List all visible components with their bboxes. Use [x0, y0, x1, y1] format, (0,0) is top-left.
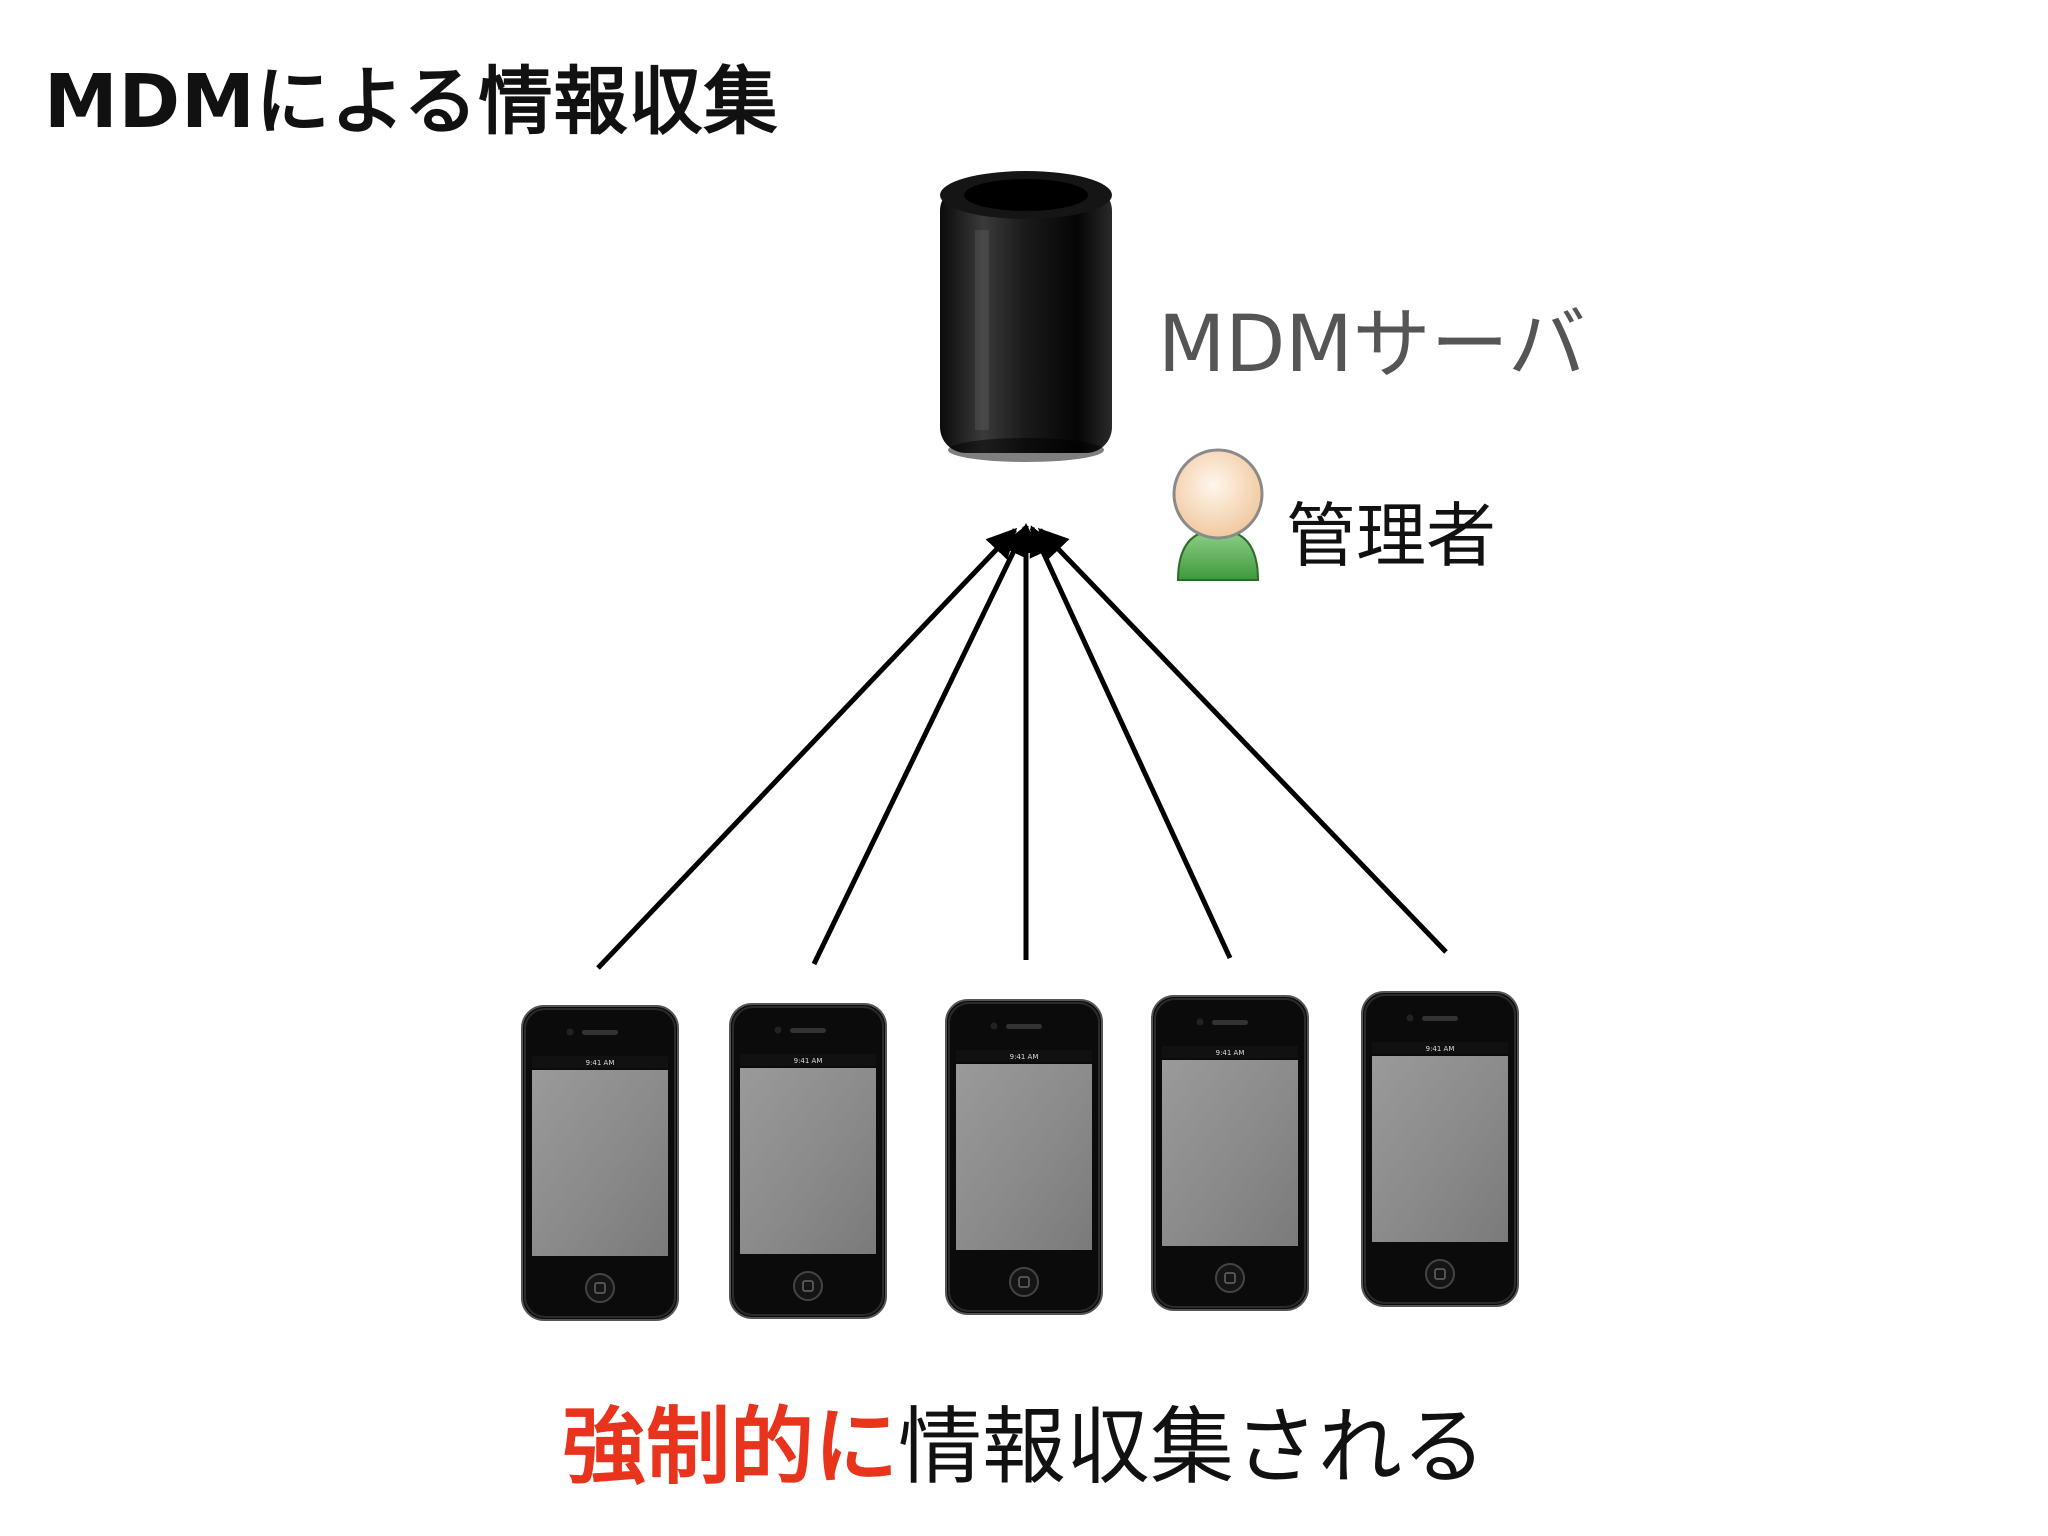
home-button — [1215, 1263, 1245, 1293]
smartphone-icon: 9:41 AM — [1151, 995, 1309, 1311]
status-time: 9:41 AM — [794, 1057, 823, 1065]
caption-emphasis: 強制的に — [562, 1398, 899, 1496]
phone-screen — [956, 1064, 1092, 1250]
arrow-device-1 — [596, 527, 1018, 970]
home-button — [793, 1271, 823, 1301]
arrow-device-2 — [811, 525, 1028, 966]
home-button — [585, 1273, 615, 1303]
mac-pro-server-icon — [940, 171, 1112, 462]
smartphone-icon: 9:41 AM — [945, 999, 1103, 1315]
arrows — [596, 523, 1448, 970]
arrow-device-4 — [1029, 525, 1233, 960]
home-button — [1425, 1259, 1455, 1289]
status-time: 9:41 AM — [1216, 1049, 1245, 1057]
smartphone-icon: 9:41 AM — [1361, 991, 1519, 1307]
phone-screen — [1162, 1060, 1298, 1246]
slide-title: MDMによる情報収集 — [44, 59, 779, 145]
smartphone-icon: 9:41 AM — [729, 1003, 887, 1319]
home-button — [1009, 1267, 1039, 1297]
status-time: 9:41 AM — [586, 1059, 615, 1067]
phone-screen — [740, 1068, 876, 1254]
status-time: 9:41 AM — [1426, 1045, 1455, 1053]
admin-label: 管理者 — [1286, 495, 1496, 577]
status-time: 9:41 AM — [1010, 1053, 1039, 1061]
caption: 強制的に情報収集される — [562, 1380, 1486, 1501]
smartphone-icon: 9:41 AM — [521, 1005, 679, 1321]
phone-screen — [1372, 1056, 1508, 1242]
user-icon — [1172, 448, 1264, 581]
server-label: MDMサーバ — [1158, 300, 1586, 390]
caption-rest: 情報収集される — [898, 1398, 1487, 1496]
phone-screen — [532, 1070, 668, 1256]
arrow-device-5 — [1037, 527, 1448, 954]
